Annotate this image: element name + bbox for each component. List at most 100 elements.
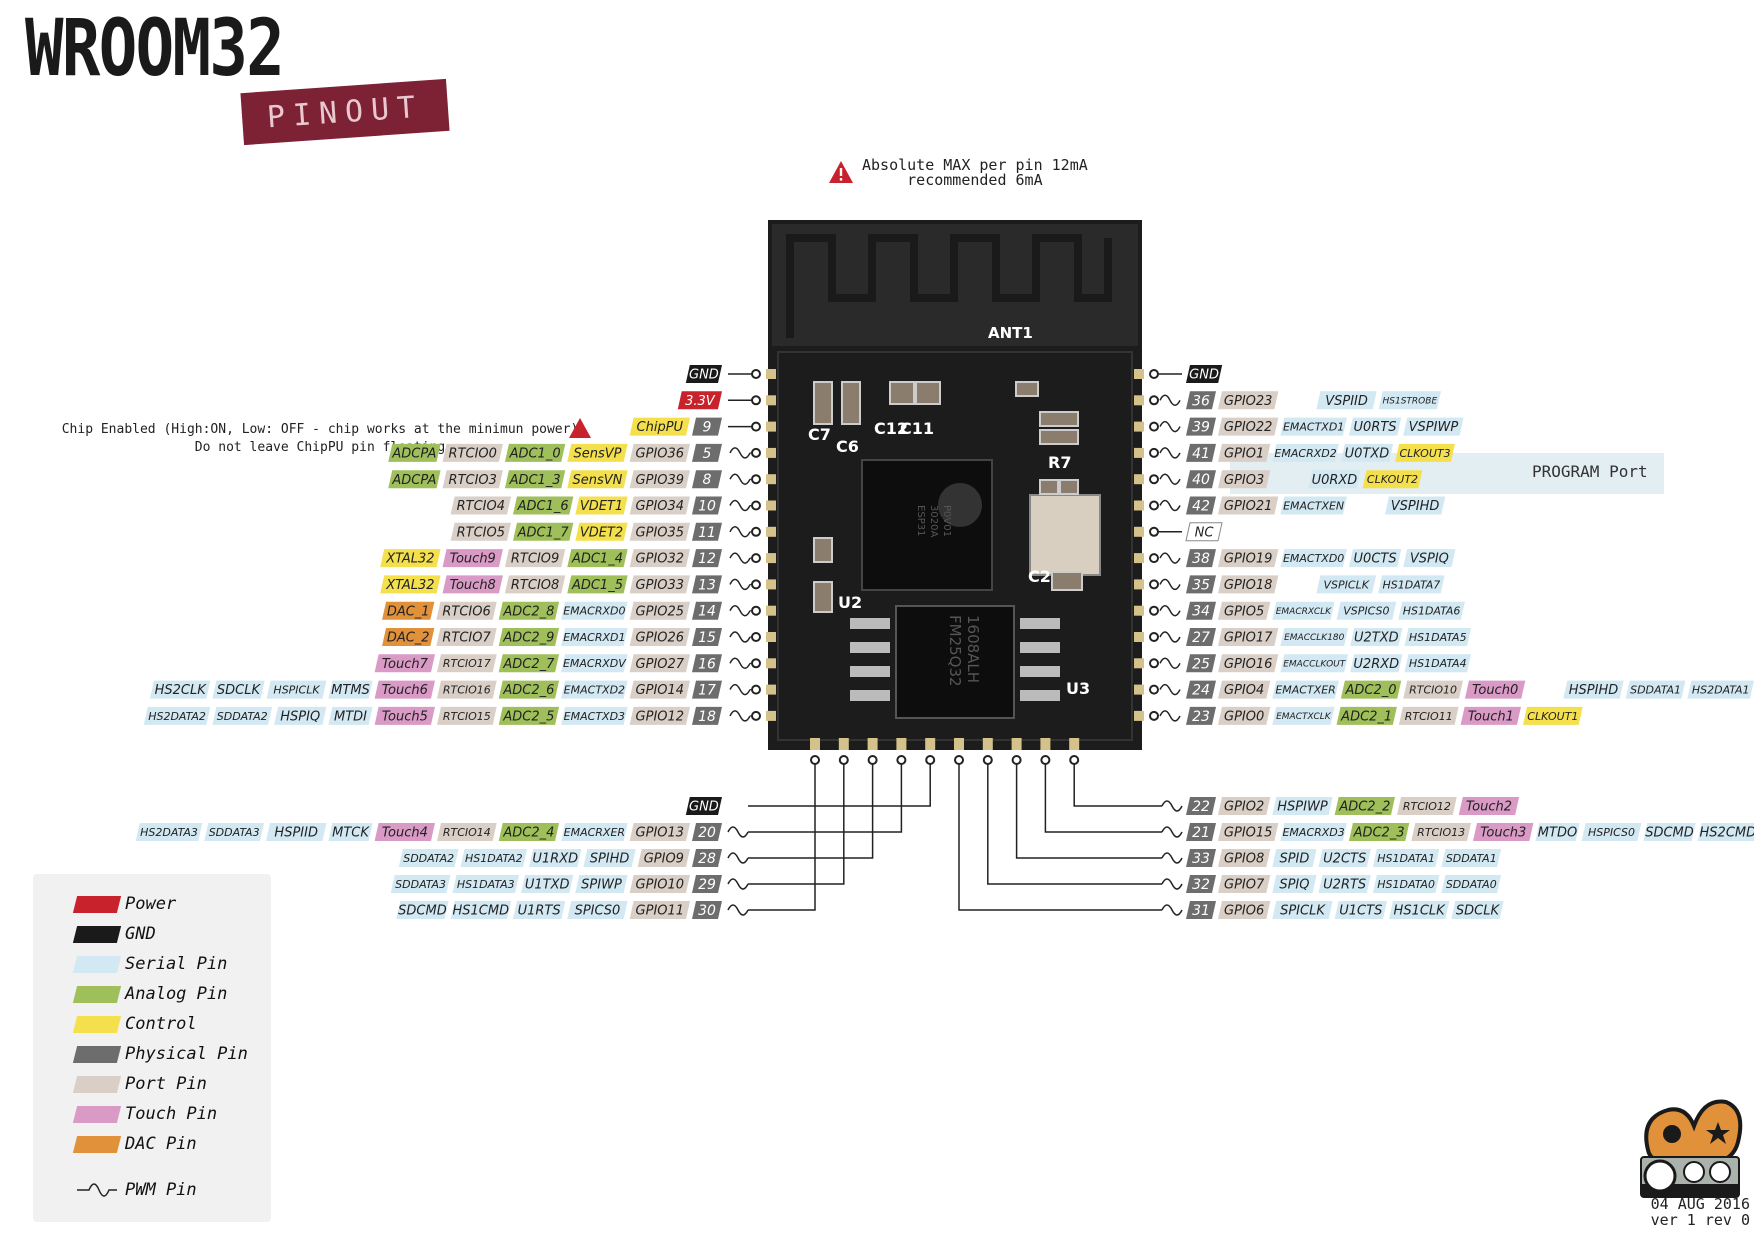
pin-label	[1348, 417, 1402, 436]
pin-dot	[896, 755, 907, 765]
pin-label-text: ADC1_5	[571, 578, 623, 593]
chip-note-line-2: Do not leave ChipPU pin floating	[194, 440, 446, 455]
side-pad	[1134, 526, 1144, 537]
pin-label	[328, 680, 373, 699]
pin-label-text: EMACCLKOUT	[1283, 659, 1347, 669]
flash-lead	[1020, 642, 1060, 653]
pin-label-text: ChipPU	[637, 420, 684, 435]
pin-label	[450, 522, 511, 541]
side-pad	[1134, 579, 1144, 590]
pin-label	[1398, 601, 1465, 620]
chip-enable-note: Chip Enabled (High:ON, Low: OFF - chip w…	[60, 421, 580, 457]
pin-label-text: HS1DATA0	[1377, 878, 1435, 891]
part-label: C12	[874, 419, 908, 438]
legend-item: Analog Pin	[72, 984, 227, 1004]
pin-label	[504, 575, 566, 594]
pin-label-text: RTCIO10	[1409, 683, 1457, 696]
pin-label-text: GPIO25	[636, 604, 685, 619]
pin-dot	[1149, 447, 1159, 458]
pin-dot	[751, 421, 761, 432]
pin-number	[692, 654, 722, 673]
pin-label-text: ADC2_0	[1345, 683, 1397, 698]
pin-label-text: EMACRXD2	[1274, 447, 1336, 460]
pin-label	[575, 496, 628, 515]
pin-label-text: SPID	[1279, 852, 1309, 867]
pin-label-text: GPIO3	[1224, 473, 1264, 488]
flash-lead	[1020, 666, 1060, 677]
pin-label-text: U1RXD	[532, 852, 578, 867]
pin-dot	[751, 369, 761, 379]
pin-number-text: 20	[698, 825, 716, 841]
pin-label	[1218, 875, 1271, 893]
pin-label	[629, 470, 690, 489]
pin-dot	[1149, 553, 1159, 564]
pin-label-text: HS1DATA7	[1383, 578, 1441, 591]
legend-label: Port Pin	[125, 1074, 207, 1094]
pin-label-text: ADC2_2	[1338, 800, 1390, 815]
pin-label-text: DAC_1	[387, 604, 430, 619]
pin-label	[498, 654, 560, 673]
pin-label	[1625, 680, 1686, 699]
pin-number	[1186, 628, 1216, 646]
pin-label-text: RTCIO17	[443, 657, 491, 670]
pin-label	[143, 706, 211, 725]
current-warning: Absolute MAX per pin 12mA recommended 6m…	[862, 158, 1088, 188]
pin-label-text: GPIO19	[1224, 552, 1273, 567]
pin-number	[1186, 496, 1216, 515]
pin-label	[1697, 823, 1754, 841]
pin-label	[398, 849, 459, 867]
pin-label-text: SPIWP	[581, 878, 622, 893]
side-pad	[1134, 395, 1144, 406]
pin-label-text: EMACRXD3	[1282, 826, 1344, 839]
pin-label	[512, 522, 574, 541]
pin-label	[1687, 680, 1754, 699]
pin-number-text: 41	[1192, 446, 1210, 462]
pin-label	[512, 901, 566, 919]
pin-label-text: Touch6	[382, 683, 428, 698]
pin-label-text: GPIO17	[1224, 631, 1273, 646]
pin-dot	[1149, 369, 1159, 379]
pin-number	[1186, 470, 1216, 489]
pin-label	[1218, 706, 1271, 725]
side-pad	[766, 605, 776, 616]
pin-label-text: RTCIO11	[1405, 710, 1453, 723]
pin-label-text: HS2DATA3	[140, 826, 198, 839]
pin-label	[1318, 875, 1371, 893]
pin-label-text: Touch0	[1472, 683, 1518, 698]
pin-label-text: EMACRXD0	[563, 605, 625, 618]
pin-label	[1218, 496, 1279, 515]
pin-label	[442, 470, 503, 489]
pin-label-text: GPIO15	[1224, 826, 1273, 841]
chip-marking: P0V01	[941, 505, 952, 537]
pin-label-text: ADCPA	[391, 473, 436, 488]
pin-label-text: GPIO7	[1224, 878, 1265, 893]
pin-label-text: VSPIHD	[1391, 499, 1440, 514]
pin-label	[1398, 706, 1459, 725]
pin-label-text: NC	[1195, 525, 1215, 540]
pin-label	[1362, 470, 1423, 489]
pin-label-text: GND	[1189, 368, 1219, 383]
pin-label-text: SPICLK	[1280, 904, 1326, 919]
pin-label	[436, 706, 497, 725]
pin-label	[1186, 365, 1223, 383]
pwm-wave-icon	[1159, 420, 1181, 433]
pin-number-text: 25	[1192, 656, 1210, 672]
pin-label	[1272, 680, 1339, 699]
pin-label	[1272, 601, 1335, 620]
pin-label-text: HSPICS0	[1588, 826, 1635, 839]
pin-label	[212, 706, 273, 725]
pwm-wave-icon	[727, 826, 749, 838]
pin-label	[1378, 575, 1445, 594]
pin-dot	[810, 755, 820, 765]
part-label: C11	[900, 419, 934, 438]
pin-label-text: SensVN	[573, 473, 623, 488]
pin-label	[436, 680, 497, 699]
pin-label-text: U0RTS	[1354, 420, 1397, 435]
pin-number	[1186, 654, 1216, 673]
pin-number-text: 8	[703, 472, 712, 488]
pin-label	[135, 823, 203, 841]
pin-dot	[867, 755, 878, 765]
pin-label	[1318, 849, 1371, 867]
pin-label-text: EMACRXCLK	[1276, 607, 1332, 617]
pin-label-text: SPICS0	[575, 904, 621, 919]
